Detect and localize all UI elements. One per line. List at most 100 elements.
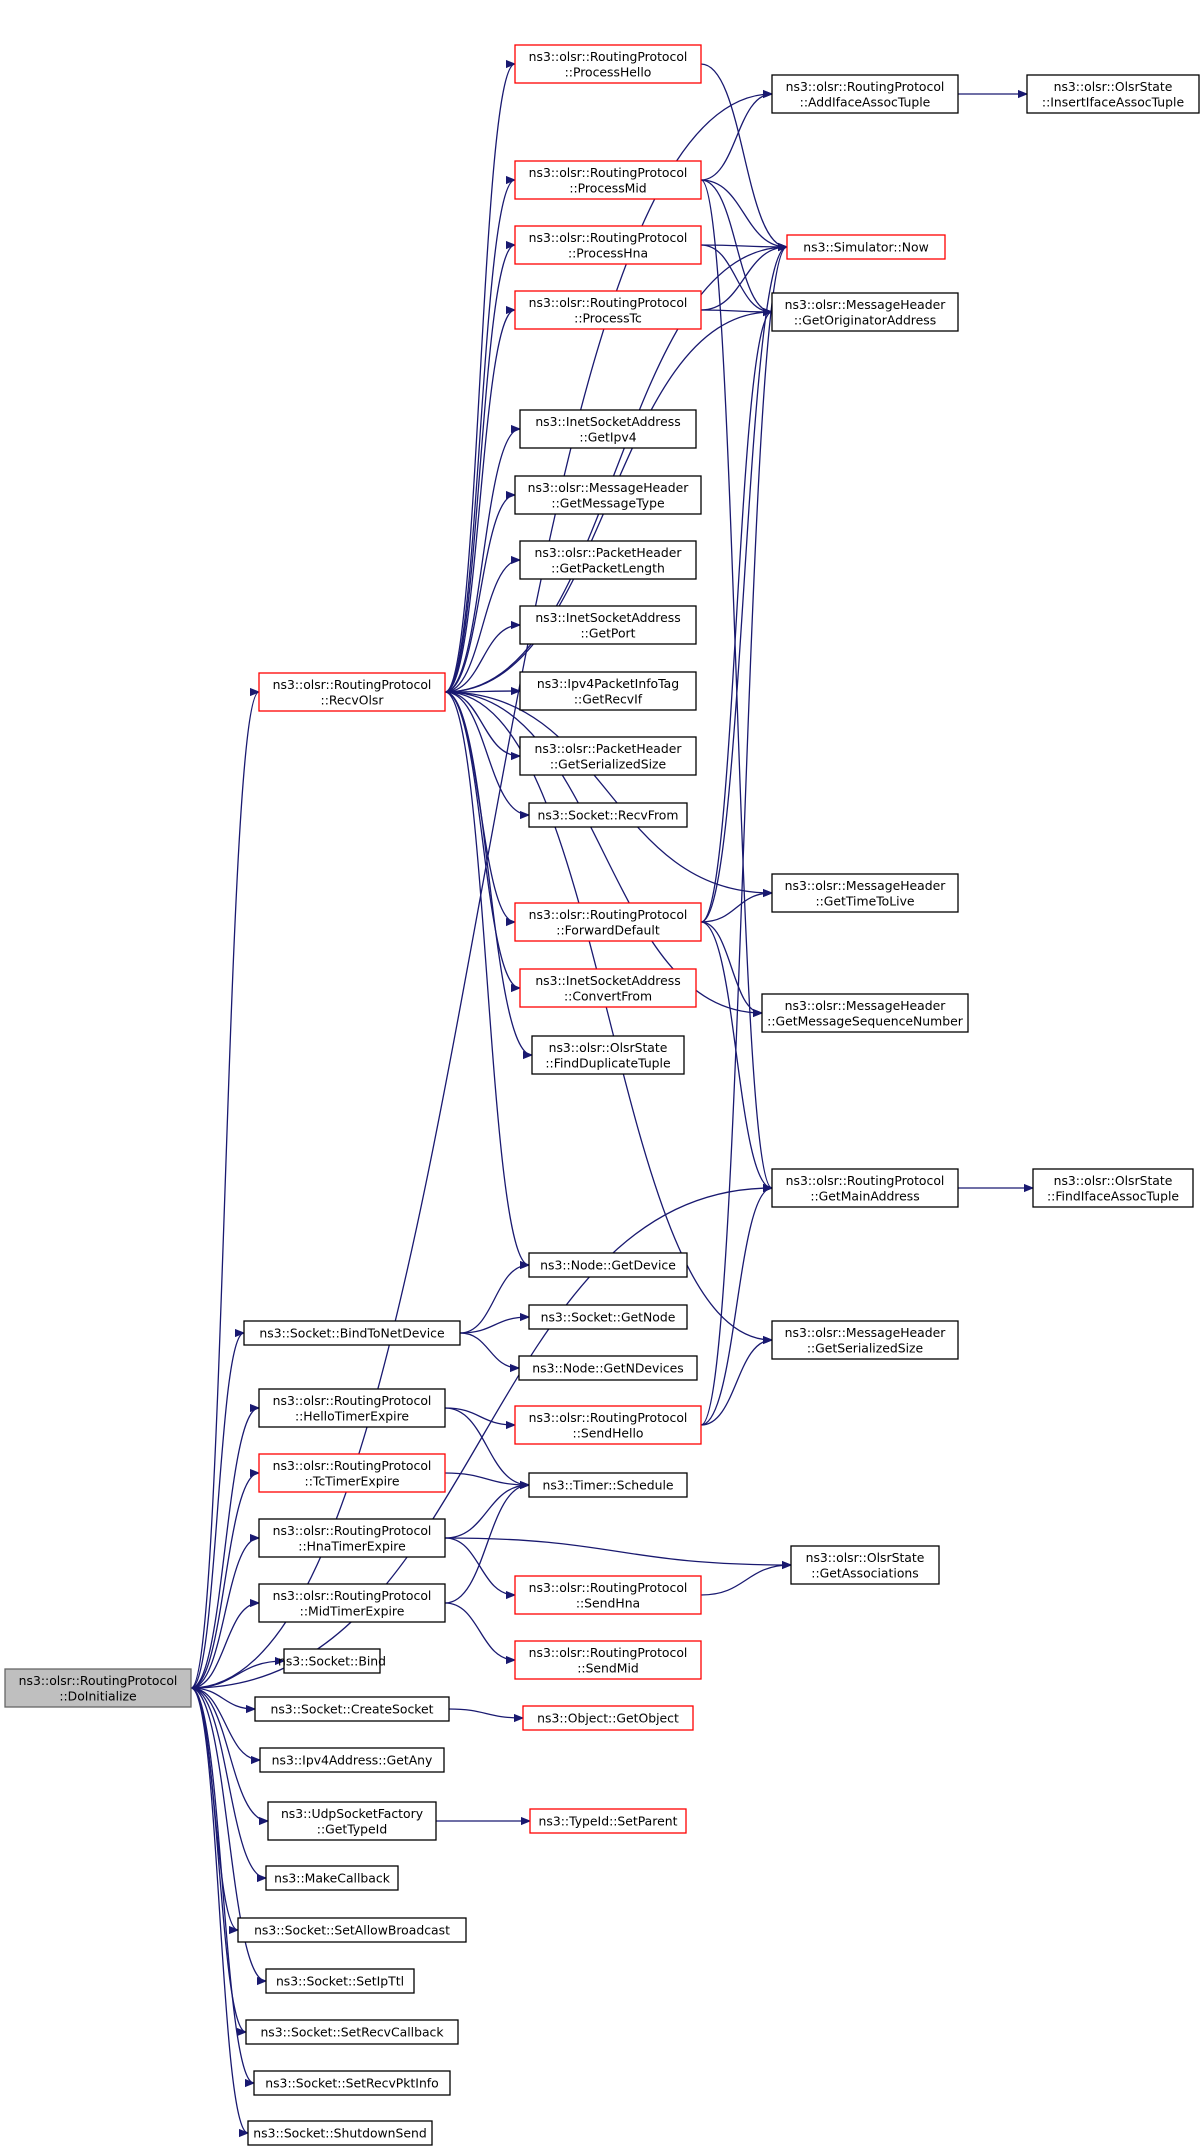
node-label: ::ProcessMid [569, 180, 646, 195]
node-createsocket[interactable]: ns3::Socket::CreateSocket [254, 1696, 450, 1722]
node-getmsgtype[interactable]: ns3::olsr::MessageHeader::GetMessageType [514, 475, 702, 515]
node-box [771, 74, 959, 114]
node-udpgettypeid[interactable]: ns3::UdpSocketFactory::GetTypeId [267, 1801, 437, 1841]
edge-recvolsr-to-processhello [444, 64, 516, 693]
call-edges [190, 63, 1033, 2133]
node-convertfrom[interactable]: ns3::InetSocketAddress::ConvertFrom [519, 968, 697, 1008]
node-getobject[interactable]: ns3::Object::GetObject [522, 1705, 694, 1731]
node-sendhello[interactable]: ns3::olsr::RoutingProtocol::SendHello [514, 1405, 702, 1445]
node-processhna[interactable]: ns3::olsr::RoutingProtocol::ProcessHna [514, 225, 702, 265]
node-processtc[interactable]: ns3::olsr::RoutingProtocol::ProcessTc [514, 290, 702, 330]
node-label: ::SendHna [576, 1595, 640, 1610]
edge-processhello-to-simnow [700, 63, 788, 247]
node-sendmid[interactable]: ns3::olsr::RoutingProtocol::SendMid [514, 1640, 702, 1680]
node-label: ::ProcessHna [568, 245, 648, 260]
edge-recvolsr-to-getpktlen [444, 560, 521, 693]
node-getserpkt[interactable]: ns3::olsr::PacketHeader::GetSerializedSi… [519, 736, 697, 776]
edge-forwarddefault-to-getttl [700, 893, 772, 923]
node-sendhna[interactable]: ns3::olsr::RoutingProtocol::SendHna [514, 1575, 702, 1615]
node-label: ns3::Node::GetNDevices [532, 1361, 683, 1376]
node-hellotimer[interactable]: ns3::olsr::RoutingProtocol::HelloTimerEx… [258, 1388, 446, 1428]
node-findifaceassoc[interactable]: ns3::olsr::OlsrState::FindIfaceAssocTupl… [1032, 1168, 1194, 1208]
edge-recvolsr-to-getttl [444, 691, 772, 893]
node-label: ::TcTimerExpire [305, 1473, 400, 1488]
node-box [258, 1388, 446, 1428]
node-processhello[interactable]: ns3::olsr::RoutingProtocol::ProcessHello [514, 44, 702, 84]
node-midtimer[interactable]: ns3::olsr::RoutingProtocol::MidTimerExpi… [258, 1583, 446, 1623]
node-shutdownsend[interactable]: ns3::Socket::ShutdownSend [247, 2120, 433, 2146]
node-label: ns3::olsr::RoutingProtocol [19, 1673, 178, 1688]
node-label: ns3::Ipv4PacketInfoTag [537, 676, 679, 691]
node-timerschedule[interactable]: ns3::Timer::Schedule [528, 1472, 688, 1498]
node-insertifaceassoc[interactable]: ns3::olsr::OlsrState::InsertIfaceAssocTu… [1026, 74, 1200, 114]
node-setparent[interactable]: ns3::TypeId::SetParent [529, 1808, 687, 1834]
node-hnatimer[interactable]: ns3::olsr::RoutingProtocol::HnaTimerExpi… [258, 1518, 446, 1558]
node-label: ns3::InetSocketAddress [535, 610, 680, 625]
node-box [1026, 74, 1200, 114]
node-makecallback[interactable]: ns3::MakeCallback [265, 1865, 399, 1891]
node-label: ns3::olsr::RoutingProtocol [273, 1458, 432, 1473]
node-forwarddefault[interactable]: ns3::olsr::RoutingProtocol::ForwardDefau… [514, 902, 702, 942]
node-getmainaddr[interactable]: ns3::olsr::RoutingProtocol::GetMainAddre… [771, 1168, 959, 1208]
node-box [771, 1168, 959, 1208]
node-label: ns3::Node::GetDevice [540, 1258, 676, 1273]
node-getttl[interactable]: ns3::olsr::MessageHeader::GetTimeToLive [771, 873, 959, 913]
node-recvfrom[interactable]: ns3::Socket::RecvFrom [528, 802, 688, 828]
node-setipttl[interactable]: ns3::Socket::SetIpTtl [265, 1968, 415, 1994]
node-label: ::ConvertFrom [564, 988, 652, 1003]
edge-root-to-socketbind [190, 1661, 284, 1689]
node-label: ns3::Socket::SetIpTtl [276, 1974, 404, 1989]
node-recvolsr[interactable]: ns3::olsr::RoutingProtocol::RecvOlsr [258, 672, 446, 712]
node-socketbind[interactable]: ns3::Socket::Bind [278, 1648, 386, 1674]
node-label: ns3::UdpSocketFactory [281, 1806, 423, 1821]
node-label: ns3::Socket::Bind [278, 1654, 386, 1669]
node-getrecvif[interactable]: ns3::Ipv4PacketInfoTag::GetRecvIf [519, 671, 697, 711]
node-getport[interactable]: ns3::InetSocketAddress::GetPort [519, 605, 697, 645]
node-getassociations[interactable]: ns3::olsr::OlsrState::GetAssociations [790, 1545, 940, 1585]
edge-recvolsr-to-simnow [444, 247, 787, 693]
node-root[interactable]: ns3::olsr::RoutingProtocol::DoInitialize [4, 1668, 192, 1708]
node-label: ::RecvOlsr [321, 692, 385, 707]
edge-processhna-to-simnow [700, 245, 787, 247]
edge-processmid-to-addifaceassoc [700, 94, 773, 181]
node-getipv4[interactable]: ns3::InetSocketAddress::GetIpv4 [519, 409, 697, 449]
edge-hnatimer-to-timerschedule [444, 1485, 529, 1539]
node-label: ::MidTimerExpire [300, 1603, 405, 1618]
node-getoriginator[interactable]: ns3::olsr::MessageHeader::GetOriginatorA… [771, 292, 959, 332]
edge-root-to-shutdownsend [190, 1687, 249, 2133]
node-label: ns3::Socket::GetNode [541, 1310, 676, 1325]
node-setrecvpktinfo[interactable]: ns3::Socket::SetRecvPktInfo [253, 2070, 451, 2096]
node-tctimer[interactable]: ns3::olsr::RoutingProtocol::TcTimerExpir… [258, 1453, 446, 1493]
node-label: ns3::olsr::OlsrState [806, 1550, 925, 1565]
node-box [519, 736, 697, 776]
node-getany[interactable]: ns3::Ipv4Address::GetAny [259, 1747, 445, 1773]
edge-processhna-to-getoriginator [700, 244, 772, 312]
node-label: ::GetPort [581, 625, 636, 640]
edge-recvolsr-to-getdevice [444, 691, 530, 1265]
node-setrecvcallback[interactable]: ns3::Socket::SetRecvCallback [245, 2019, 459, 2045]
node-label: ::FindDuplicateTuple [545, 1055, 670, 1070]
node-getdevice[interactable]: ns3::Node::GetDevice [528, 1252, 688, 1278]
node-getnode[interactable]: ns3::Socket::GetNode [528, 1304, 688, 1330]
node-simnow[interactable]: ns3::Simulator::Now [786, 234, 946, 260]
edge-hellotimer-to-sendhello [444, 1407, 515, 1425]
node-box [519, 409, 697, 449]
node-label: ns3::olsr::RoutingProtocol [786, 1173, 945, 1188]
node-label: ns3::olsr::OlsrState [1054, 79, 1173, 94]
node-label: ns3::MakeCallback [274, 1871, 391, 1886]
node-getmsgseq[interactable]: ns3::olsr::MessageHeader::GetMessageSequ… [761, 993, 969, 1033]
node-box [522, 1705, 694, 1731]
edge-sendhna-to-getassociations [700, 1565, 791, 1596]
node-getsermsg[interactable]: ns3::olsr::MessageHeader::GetSerializedS… [771, 1320, 959, 1360]
node-getpktlen[interactable]: ns3::olsr::PacketHeader::GetPacketLength [519, 540, 697, 580]
edge-hnatimer-to-sendhna [444, 1537, 515, 1595]
node-processmid[interactable]: ns3::olsr::RoutingProtocol::ProcessMid [514, 160, 702, 200]
node-label: ns3::Socket::BindToNetDevice [259, 1326, 444, 1341]
node-addifaceassoc[interactable]: ns3::olsr::RoutingProtocol::AddIfaceAsso… [771, 74, 959, 114]
node-findduplicate[interactable]: ns3::olsr::OlsrState::FindDuplicateTuple [531, 1035, 685, 1075]
node-getndevices[interactable]: ns3::Node::GetNDevices [518, 1355, 698, 1381]
node-bindtonetdevice[interactable]: ns3::Socket::BindToNetDevice [243, 1320, 461, 1346]
node-setallowbroadcast[interactable]: ns3::Socket::SetAllowBroadcast [237, 1917, 467, 1943]
node-label: ns3::olsr::RoutingProtocol [786, 79, 945, 94]
